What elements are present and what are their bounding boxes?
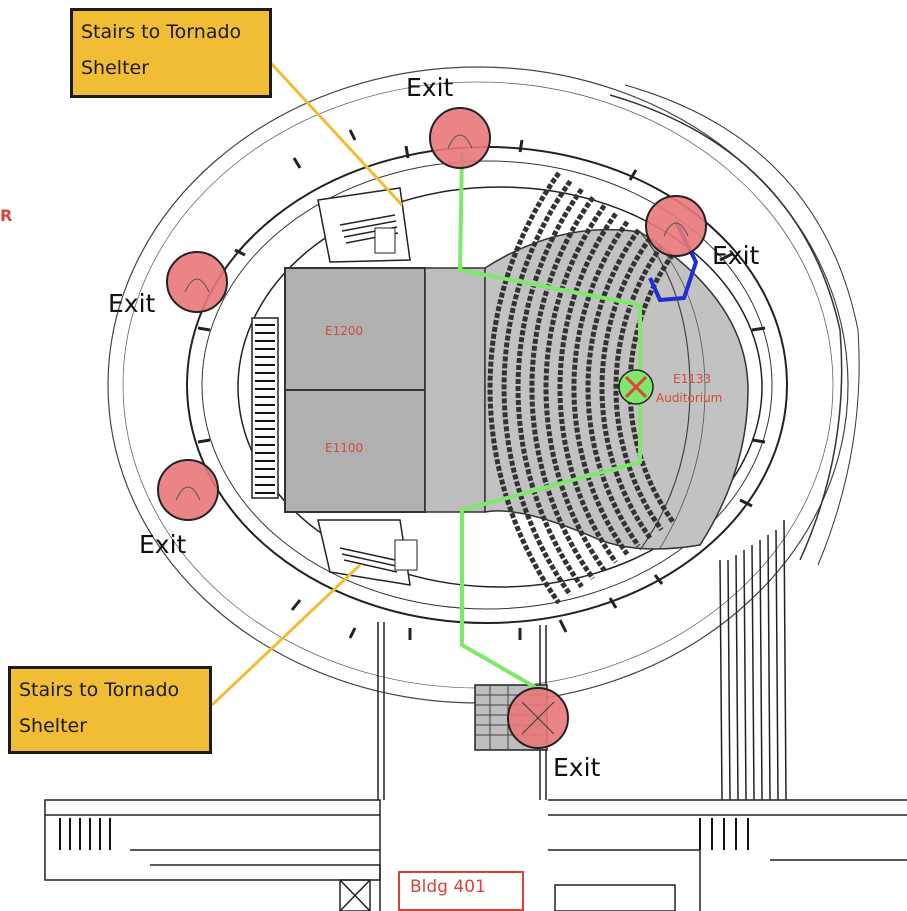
room-label-e1133: E1133 [673,372,711,386]
seating-row [515,187,584,589]
callout-leader-top [266,58,404,207]
seating-row [585,228,641,548]
seating-row [487,171,561,605]
seating-row [613,244,664,532]
edge-mark-text: R [0,206,13,225]
seating-row [529,195,596,581]
callout-stairs-top-text: Stairs to Tornado Shelter [81,21,242,79]
seating-row [543,204,607,572]
assembly-point-marker [618,369,654,405]
room-e1100 [284,389,426,513]
seating-row [571,220,630,556]
edge-mark-r: R [0,206,12,225]
callout-stairs-bottom: Stairs to Tornado Shelter [8,666,212,754]
exit-label-bottom: Exit [553,753,601,782]
bottom-stair-block [317,519,418,586]
adjacent-building-outline [44,799,907,911]
room-e1200 [284,267,426,391]
exit-label-right: Exit [712,241,760,270]
room-label-auditorium: Auditorium [656,391,722,405]
building-label-text: Bldg 401 [410,877,486,897]
escape-route-green [457,151,642,692]
exit-label-top: Exit [406,73,454,102]
left-stairs-bars [251,317,279,499]
exit-marker-left-upper [166,251,228,313]
exit-marker-right [645,195,707,257]
corridor-wall [237,186,763,588]
seating-row [557,212,618,564]
callout-stairs-top: Stairs to Tornado Shelter [70,8,272,98]
exit-marker-bottom [507,687,569,749]
exit-label-left-lower: Exit [139,530,187,559]
exit-label-left-upper: Exit [108,289,156,318]
building-wall-inner [201,160,773,610]
stage-lobby [424,267,486,513]
building-label: Bldg 401 [398,871,524,911]
callout-stairs-bottom-text: Stairs to Tornado Shelter [19,679,180,737]
right-curved-canopy [609,94,843,561]
exit-marker-left-lower [157,459,219,521]
perimeter-pillars [197,129,766,640]
seating-row [501,179,573,597]
top-stair-block [317,187,411,263]
room-label-e1100: E1100 [325,441,363,455]
seating-row [599,236,653,540]
room-label-e1200: E1200 [325,324,363,338]
exit-marker-top [429,107,491,169]
callout-leader-bottom [210,563,362,707]
